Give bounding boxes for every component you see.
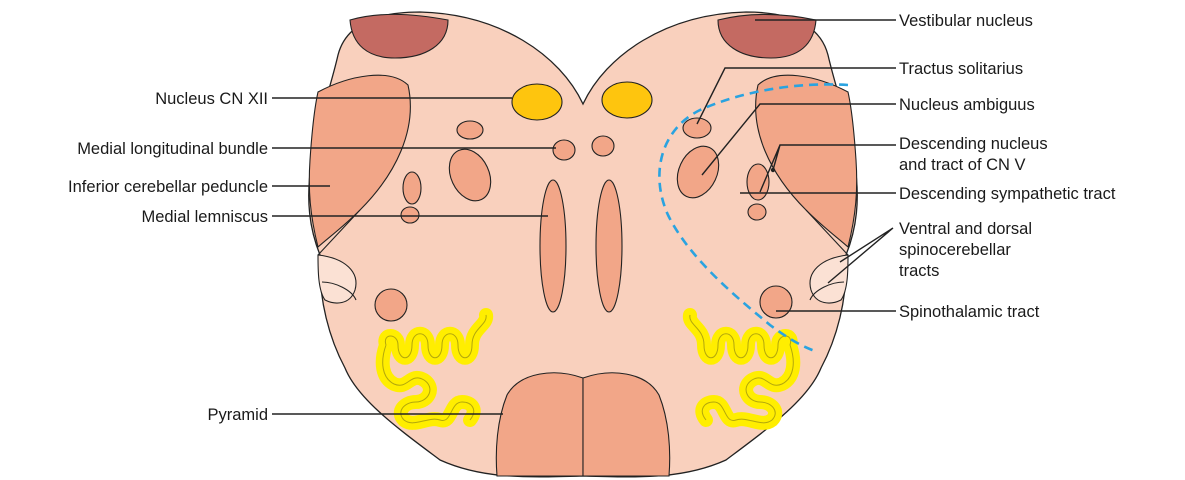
label-desc-cn5-line1: Descending nucleus [899, 135, 1048, 153]
medial-lemniscus-left [540, 180, 566, 312]
small-tract-left-b [401, 207, 419, 223]
label-medial-lemniscus: Medial lemniscus [141, 208, 268, 226]
label-pyramid: Pyramid [207, 406, 268, 424]
desc-sympathetic-right [748, 204, 766, 220]
label-spinocerebellar-line3: tracts [899, 262, 939, 280]
label-nucleus-cn12: Nucleus CN XII [155, 90, 268, 108]
label-spinocerebellar-line2: spinocerebellar [899, 241, 1011, 259]
leader-desc-cn5-dot [771, 168, 775, 172]
label-nucleus-ambiguus: Nucleus ambiguus [899, 96, 1035, 114]
label-icp: Inferior cerebellar peduncle [68, 178, 268, 196]
spinothalamic-left [375, 289, 407, 321]
label-spinothalamic: Spinothalamic tract [899, 303, 1040, 321]
small-nucleus-left-upper [457, 121, 483, 139]
nucleus-cn12-right [602, 82, 652, 118]
mlf-left [553, 140, 575, 160]
tractus-solitarius-right [683, 118, 711, 138]
nucleus-cn12-left [512, 84, 562, 120]
small-tract-left-a [403, 172, 421, 204]
desc-cn5-right [747, 164, 769, 200]
medial-lemniscus-right [596, 180, 622, 312]
label-vestibular: Vestibular nucleus [899, 12, 1033, 30]
label-desc-cn5-line2: and tract of CN V [899, 156, 1026, 174]
label-desc-symp: Descending sympathetic tract [899, 185, 1116, 203]
label-tractus-solitarius: Tractus solitarius [899, 60, 1023, 78]
label-mlf: Medial longitudinal bundle [77, 140, 268, 158]
label-spinocerebellar-line1: Ventral and dorsal [899, 220, 1032, 238]
mlf-right [592, 136, 614, 156]
spinothalamic-right [760, 286, 792, 318]
